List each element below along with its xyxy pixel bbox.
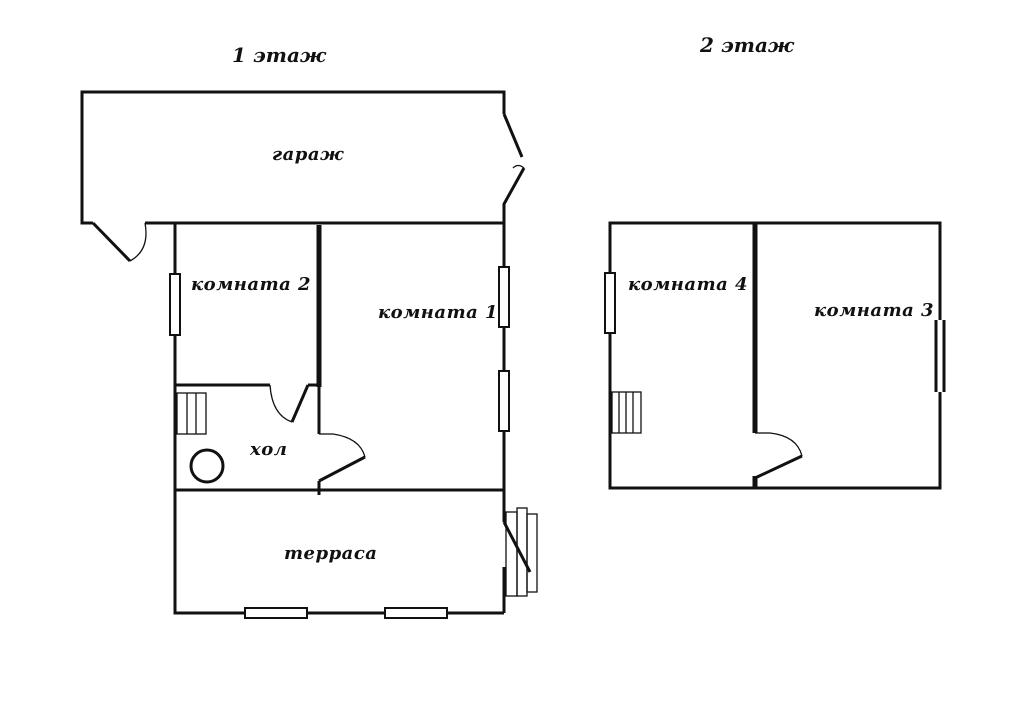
window bbox=[604, 272, 616, 334]
room-label-room-4: комната 4 bbox=[628, 274, 748, 295]
garage-gate-arc bbox=[512, 164, 525, 169]
hall-door-leaf bbox=[290, 384, 310, 423]
window bbox=[169, 273, 181, 336]
garage-door-leaf bbox=[91, 221, 132, 263]
terrace-door-opening bbox=[502, 522, 508, 567]
stairs-icon bbox=[611, 391, 642, 434]
hall-door-arc bbox=[269, 384, 293, 423]
window bbox=[498, 266, 510, 328]
stove-icon bbox=[189, 448, 225, 484]
room-label-garage: гараж bbox=[272, 144, 344, 165]
room-label-terrace: терраса bbox=[284, 543, 377, 564]
room1-door-leaf bbox=[318, 455, 366, 483]
room-label-room-2: комната 2 bbox=[191, 274, 311, 295]
room-label-hall: хол bbox=[249, 439, 287, 460]
floor-2-title: 2 этаж bbox=[699, 33, 795, 57]
garage-door-arc bbox=[129, 222, 147, 262]
garage-gate-leaf bbox=[502, 113, 524, 158]
door-arc bbox=[769, 432, 803, 457]
east-wall bbox=[502, 167, 526, 613]
terrace-door-leaf bbox=[502, 521, 532, 573]
room-label-room-3: комната 3 bbox=[814, 300, 934, 321]
terrace-steps-icon bbox=[505, 507, 538, 597]
floor-2-plan bbox=[604, 221, 946, 490]
room-label-room-1: комната 1 bbox=[378, 302, 498, 323]
window bbox=[244, 607, 308, 619]
floor-1-title: 1 этаж bbox=[232, 43, 327, 67]
floor-2-outer-walls bbox=[608, 221, 942, 490]
door-leaf bbox=[754, 454, 803, 480]
stairs-icon bbox=[176, 392, 207, 435]
window bbox=[384, 607, 448, 619]
window bbox=[498, 370, 510, 432]
room1-door-arc bbox=[332, 433, 366, 458]
floor-1-plan bbox=[80, 90, 538, 619]
garage-walls bbox=[80, 90, 506, 225]
